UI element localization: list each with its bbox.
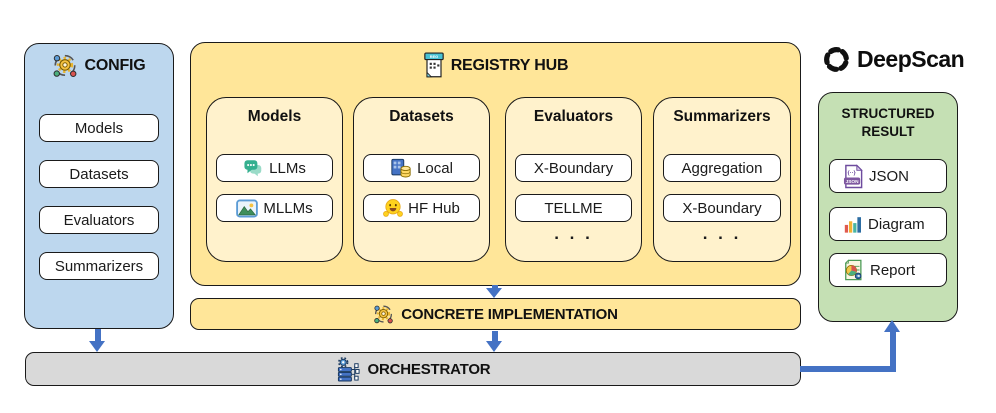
registry-item-x-boundary-2: X-Boundary bbox=[663, 194, 781, 222]
result-item-report: Report bbox=[829, 253, 947, 287]
registry-group-datasets: Datasets Local bbox=[353, 97, 490, 262]
json-file-icon: {··} JSON bbox=[843, 163, 864, 189]
registry-hub-panel: REG REGISTRY HUB Models bbox=[190, 42, 801, 286]
arrow-implementation-to-orchestrator-shaft bbox=[492, 331, 498, 342]
deepscan-logo-text: DeepScan bbox=[857, 46, 965, 72]
gear-cycle-icon bbox=[373, 304, 394, 325]
orchestrator-title: ORCHESTRATOR bbox=[367, 360, 491, 378]
config-item-label: Models bbox=[74, 119, 124, 137]
registry-item-tellme: TELLME bbox=[515, 194, 632, 222]
registry-card-icon: REG bbox=[423, 52, 445, 80]
registry-hub-title: REGISTRY HUB bbox=[450, 57, 569, 74]
arrow-orchestrator-to-result-horizontal bbox=[800, 366, 893, 372]
chat-bubbles-icon bbox=[243, 159, 264, 178]
registry-group-summarizers: Summarizers Aggregation X-Boundary . . . bbox=[653, 97, 791, 262]
config-item-models: Models bbox=[39, 114, 159, 142]
ellipsis: . . . bbox=[554, 224, 593, 243]
registry-group-evaluators: Evaluators X-Boundary TELLME . . . bbox=[505, 97, 642, 262]
config-title: CONFIG bbox=[84, 57, 146, 74]
picture-icon bbox=[236, 199, 259, 218]
cycle-ring-icon bbox=[822, 45, 851, 74]
arrow-implementation-to-orchestrator-head bbox=[486, 341, 502, 352]
result-item-json: {··} JSON JSON bbox=[829, 159, 947, 193]
result-item-label: JSON bbox=[869, 167, 910, 185]
arrow-orchestrator-to-result-head bbox=[884, 320, 900, 332]
result-item-diagram: Diagram bbox=[829, 207, 947, 241]
registry-item-label: TELLME bbox=[544, 199, 603, 217]
svg-text:JSON: JSON bbox=[846, 178, 860, 184]
arrow-config-to-orchestrator-shaft bbox=[95, 329, 101, 341]
registry-item-x-boundary: X-Boundary bbox=[515, 154, 632, 182]
group-title: Datasets bbox=[389, 108, 454, 125]
orchestrator-bar: ORCHESTRATOR bbox=[25, 352, 801, 386]
hugging-face-icon bbox=[383, 198, 404, 218]
config-item-datasets: Datasets bbox=[39, 160, 159, 188]
group-title: Models bbox=[247, 108, 302, 125]
registry-item-label: MLLMs bbox=[263, 199, 313, 217]
config-item-label: Summarizers bbox=[54, 257, 144, 275]
config-item-summarizers: Summarizers bbox=[39, 252, 159, 280]
config-header: CONFIG bbox=[25, 53, 173, 79]
structured-result-title: STRUCTURED RESULT bbox=[841, 106, 935, 140]
config-panel: CONFIG Models Datasets Evaluators Summar… bbox=[24, 43, 174, 329]
group-title: Evaluators bbox=[533, 108, 614, 125]
arrow-registry-to-implementation-head bbox=[486, 288, 502, 298]
registry-item-label: Aggregation bbox=[681, 159, 763, 177]
registry-item-aggregation: Aggregation bbox=[663, 154, 781, 182]
structured-result-panel: STRUCTURED RESULT {··} JSON JSON bbox=[818, 92, 958, 322]
gear-cycle-icon bbox=[52, 53, 78, 79]
registry-item-mllms: MLLMs bbox=[216, 194, 333, 222]
registry-group-models: Models LLMs bbox=[206, 97, 343, 262]
group-title: Summarizers bbox=[673, 108, 771, 125]
result-item-label: Report bbox=[870, 261, 916, 279]
registry-item-label: X-Boundary bbox=[533, 159, 614, 177]
svg-text:{··}: {··} bbox=[847, 170, 856, 176]
server-database-icon bbox=[390, 157, 412, 179]
arrow-config-to-orchestrator-head bbox=[89, 341, 105, 352]
deepscan-logo: DeepScan bbox=[822, 45, 965, 74]
registry-item-label: LLMs bbox=[269, 159, 306, 177]
config-item-label: Evaluators bbox=[63, 211, 135, 229]
svg-text:REG: REG bbox=[430, 54, 438, 59]
pie-report-icon bbox=[843, 259, 865, 281]
registry-item-hf-hub: HF Hub bbox=[363, 194, 480, 222]
ellipsis: . . . bbox=[702, 224, 742, 243]
config-item-label: Datasets bbox=[69, 165, 129, 183]
server-gear-icon bbox=[336, 356, 361, 382]
registry-item-label: X-Boundary bbox=[682, 199, 762, 217]
registry-item-label: HF Hub bbox=[408, 199, 460, 217]
registry-hub-header: REG REGISTRY HUB bbox=[191, 52, 800, 80]
registry-item-llms: LLMs bbox=[216, 154, 333, 182]
arrow-registry-to-implementation-shaft bbox=[492, 285, 498, 290]
config-item-evaluators: Evaluators bbox=[39, 206, 159, 234]
registry-item-local: Local bbox=[363, 154, 480, 182]
result-item-label: Diagram bbox=[868, 215, 925, 233]
arrow-orchestrator-to-result-vertical bbox=[890, 330, 896, 372]
concrete-implementation-bar: CONCRETE IMPLEMENTATION bbox=[190, 298, 801, 330]
bar-chart-icon bbox=[843, 214, 863, 234]
registry-item-label: Local bbox=[417, 159, 453, 177]
concrete-implementation-title: CONCRETE IMPLEMENTATION bbox=[401, 305, 618, 323]
